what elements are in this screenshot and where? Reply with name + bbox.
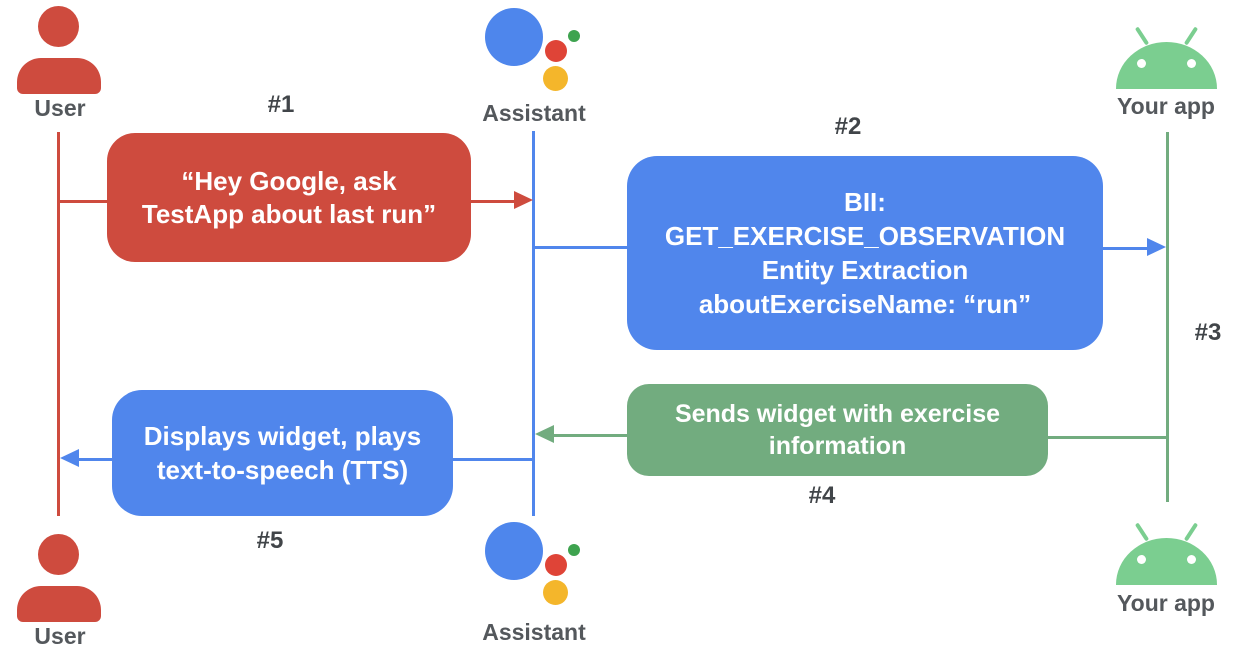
- assistant-blue-circle: [485, 8, 543, 66]
- assistant-lifeline: [532, 131, 535, 516]
- app-label-bottom: Your app: [1117, 590, 1215, 616]
- arrowhead-to-assistant-step1: [514, 191, 533, 209]
- android-eye-left: [1137, 555, 1146, 564]
- android-antenna-left: [1134, 26, 1150, 46]
- message-box-5: Displays widget, plays text-to-speech (T…: [112, 390, 453, 516]
- android-head-shape: [1116, 538, 1217, 585]
- connector-user-to-box1: [59, 200, 107, 203]
- connector-box2-to-app: [1102, 247, 1148, 250]
- user-head-shape: [38, 6, 79, 47]
- step-label-5: #5: [256, 527, 284, 554]
- message-4-text: Sends widget with exercise information: [674, 400, 1001, 460]
- user-icon-bottom: [17, 534, 101, 622]
- google-assistant-icon-top: [480, 0, 590, 95]
- assistant-green-dot: [568, 30, 580, 42]
- android-head-shape: [1116, 42, 1217, 89]
- assistant-yellow-dot: [543, 580, 568, 605]
- message-2-text: BII: GET_EXERCISE_OBSERVATION Entity Ext…: [664, 187, 1066, 319]
- user-body-shape: [17, 58, 101, 94]
- android-antenna-right: [1183, 522, 1199, 542]
- connector-assistant-to-box2: [535, 246, 627, 249]
- connector-assistant-to-box5: [452, 458, 533, 461]
- arrowhead-to-user-step5: [60, 449, 79, 467]
- assistant-yellow-dot: [543, 66, 568, 91]
- message-5-text: Displays widget, plays text-to-speech (T…: [143, 421, 422, 485]
- connector-box1-to-assistant: [471, 200, 515, 203]
- app-lifeline: [1166, 132, 1169, 502]
- app-label-top: Your app: [1117, 93, 1215, 119]
- arrowhead-to-assistant-step4: [535, 425, 554, 443]
- user-head-shape: [38, 534, 79, 575]
- google-assistant-icon-bottom: [480, 514, 590, 609]
- message-1-text: “Hey Google, ask TestApp about last run”: [141, 165, 437, 229]
- assistant-blue-circle: [485, 522, 543, 580]
- message-box-4: Sends widget with exercise information: [627, 384, 1048, 476]
- assistant-label-bottom: Assistant: [482, 619, 586, 645]
- android-antenna-left: [1134, 522, 1150, 542]
- assistant-red-dot: [545, 554, 567, 576]
- step-label-2: #2: [834, 113, 862, 140]
- assistant-label-top: Assistant: [482, 100, 586, 126]
- android-app-icon-bottom: [1116, 516, 1218, 586]
- user-body-shape: [17, 586, 101, 622]
- step-label-4: #4: [808, 482, 836, 509]
- message-box-1: “Hey Google, ask TestApp about last run”: [107, 133, 471, 262]
- assistant-green-dot: [568, 544, 580, 556]
- connector-app-to-box4: [1047, 436, 1166, 439]
- android-app-icon-top: [1116, 20, 1218, 90]
- message-box-2: BII: GET_EXERCISE_OBSERVATION Entity Ext…: [627, 156, 1103, 350]
- android-antenna-right: [1183, 26, 1199, 46]
- android-eye-right: [1187, 555, 1196, 564]
- step-label-1: #1: [267, 91, 295, 118]
- connector-box5-to-user: [79, 458, 113, 461]
- android-eye-left: [1137, 59, 1146, 68]
- step-label-3: #3: [1194, 319, 1222, 346]
- user-icon-top: [17, 6, 101, 94]
- assistant-red-dot: [545, 40, 567, 62]
- user-label-top: User: [34, 95, 86, 121]
- arrowhead-to-app-step2: [1147, 238, 1166, 256]
- user-lifeline: [57, 132, 60, 516]
- android-eye-right: [1187, 59, 1196, 68]
- connector-box4-to-assistant: [553, 434, 628, 437]
- user-label-bottom: User: [34, 623, 86, 649]
